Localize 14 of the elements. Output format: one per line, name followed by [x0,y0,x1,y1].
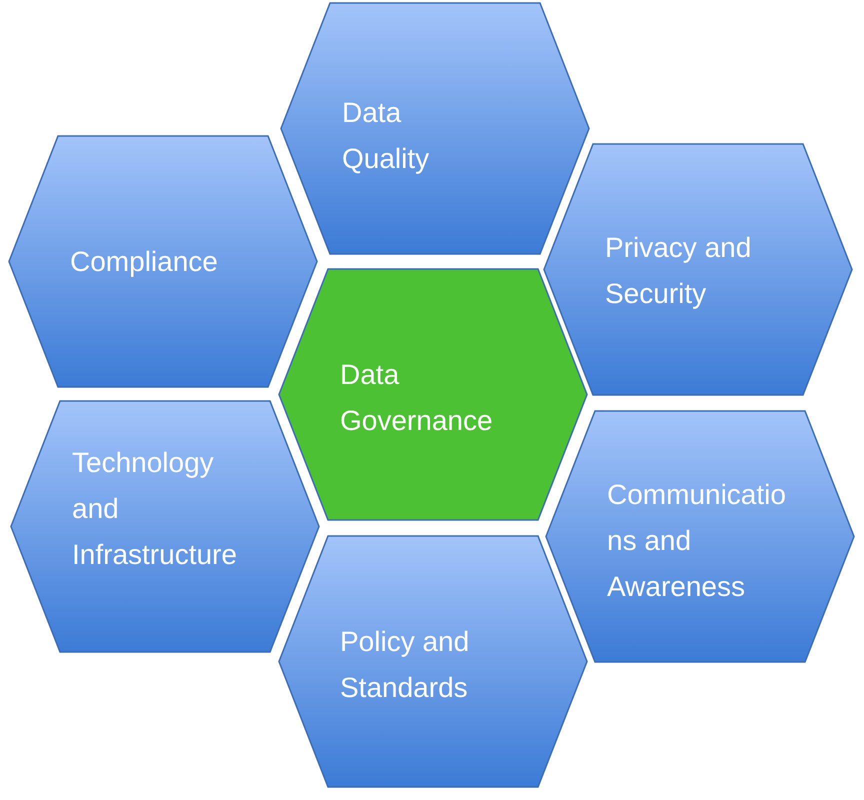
hexagon-node [278,535,588,788]
node-label: Data Quality [342,96,430,176]
node-label: Data Governance [340,358,494,438]
node-label: Communications and Awareness [607,478,787,604]
node-label: Compliance [70,245,219,279]
hexagon-node [280,2,590,255]
hexagon-node [278,268,588,521]
node-label: Privacy and Security [605,231,752,311]
hexagon-node [543,143,853,396]
node-label: Policy and Standards [340,625,470,705]
node-label: Technology and Infrastructure [72,446,238,572]
hexagon-node [10,400,320,653]
hexagon-node [8,135,318,388]
hexagon-node [545,410,855,663]
